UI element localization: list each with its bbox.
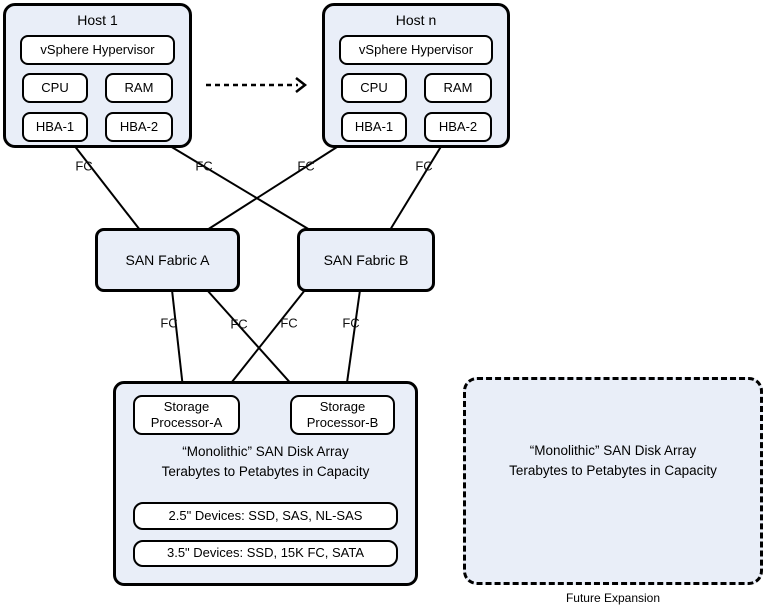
storage-processor-b-box: Storage Processor-B	[290, 395, 395, 435]
future-expansion-box: “Monolithic” SAN Disk Array Terabytes to…	[463, 377, 763, 585]
fc-link-fabric-a-sp-b	[206, 289, 304, 398]
fc-label: FC	[230, 316, 248, 332]
san-fabric-a-box: SAN Fabric A	[95, 228, 240, 292]
disk-array-box: Storage Processor-A Storage Processor-B …	[113, 381, 418, 586]
host-n-hypervisor-box: vSphere Hypervisor	[339, 35, 493, 65]
host-1-hba1-box: HBA-1	[22, 112, 88, 142]
fc-label: FC	[342, 315, 360, 331]
future-expansion-line1: “Monolithic” SAN Disk Array	[529, 443, 697, 458]
host-1-hba2-box: HBA-2	[105, 112, 173, 142]
future-expansion-title: “Monolithic” SAN Disk Array Terabytes to…	[466, 441, 760, 481]
fc-link-host1-hba2-fabric-b	[159, 139, 311, 231]
fc-link-fabric-a-sp-a	[171, 289, 185, 398]
fc-label: FC	[415, 158, 433, 174]
array-title: “Monolithic” SAN Disk Array Terabytes to…	[116, 442, 415, 482]
array-title-line1: “Monolithic” SAN Disk Array	[182, 444, 349, 459]
future-expansion-caption: Future Expansion	[565, 591, 661, 605]
fc-link-fabric-b-sp-a	[219, 289, 306, 398]
host-n-hba2-box: HBA-2	[424, 112, 492, 142]
fc-label: FC	[297, 158, 315, 174]
host-n-title: Host n	[395, 12, 437, 28]
host-1-ram-box: RAM	[105, 73, 173, 103]
future-expansion-line2: Terabytes to Petabytes in Capacity	[509, 463, 717, 478]
fc-link-hostn-hba2-fabric-b	[389, 139, 446, 231]
array-title-line2: Terabytes to Petabytes in Capacity	[161, 464, 370, 479]
host-1-box: Host 1 vSphere Hypervisor CPU RAM HBA-1 …	[3, 3, 192, 148]
host-n-box: Host n vSphere Hypervisor CPU RAM HBA-1 …	[322, 3, 510, 148]
fc-link-fabric-b-sp-b	[344, 289, 361, 398]
host-n-ram-box: RAM	[424, 73, 492, 103]
fc-link-hostn-hba1-fabric-a	[206, 139, 349, 231]
host-1-title: Host 1	[77, 12, 118, 28]
host-1-cpu-box: CPU	[22, 73, 88, 103]
host-n-cpu-box: CPU	[341, 73, 407, 103]
fc-label: FC	[195, 158, 213, 174]
fc-link-host1-hba1-fabric-a	[69, 139, 141, 231]
device-shelf-3-5-box: 3.5" Devices: SSD, 15K FC, SATA	[133, 540, 398, 567]
host-n-hba1-box: HBA-1	[341, 112, 407, 142]
device-shelf-2-5-box: 2.5" Devices: SSD, SAS, NL-SAS	[133, 502, 398, 530]
fc-label: FC	[160, 315, 178, 331]
storage-processor-a-box: Storage Processor-A	[133, 395, 240, 435]
scale-out-arrowhead	[295, 77, 308, 93]
fc-label: FC	[280, 315, 298, 331]
fc-label: FC	[75, 158, 93, 174]
san-fabric-b-box: SAN Fabric B	[297, 228, 435, 292]
host-1-hypervisor-box: vSphere Hypervisor	[20, 35, 175, 65]
